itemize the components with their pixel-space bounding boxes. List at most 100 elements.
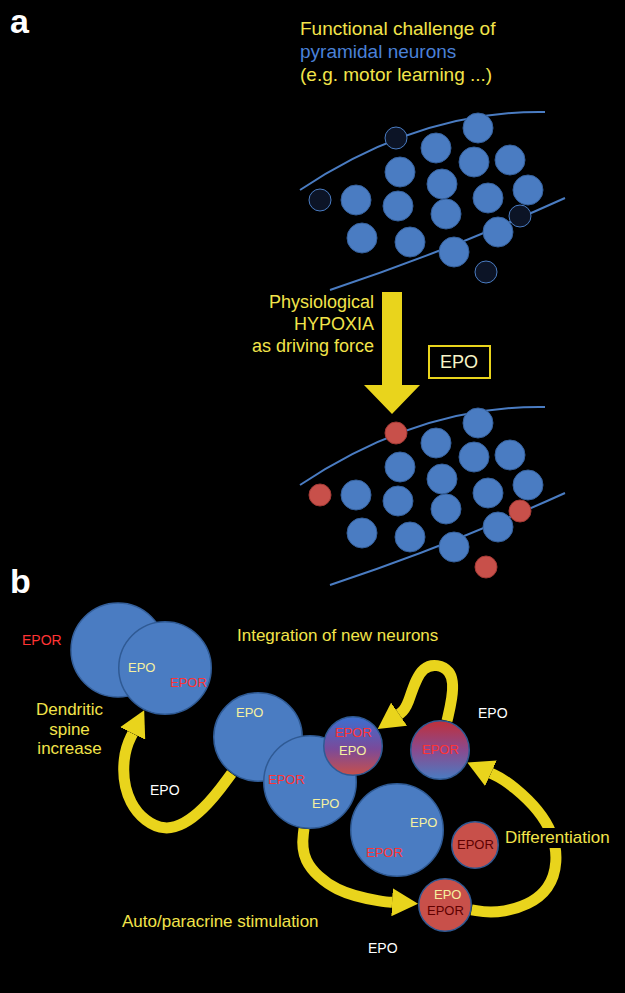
- heading-line: (e.g. motor learning ...): [300, 64, 492, 86]
- receptor-label: EPOR: [335, 725, 372, 741]
- heading-line: Functional challenge of: [300, 18, 495, 40]
- pyramidal-neuron: [395, 227, 425, 257]
- pyramidal-neuron: [473, 183, 503, 213]
- neuron-circle: EPOR: [410, 720, 470, 780]
- process-label: Differentiation: [503, 828, 612, 848]
- label-slot: Functional challenge of: [300, 18, 495, 40]
- factor-label: EPO: [150, 782, 180, 798]
- process-arrow: [399, 665, 453, 720]
- receptor-label: EPOR: [427, 903, 464, 919]
- factor-label: EPO: [434, 887, 461, 903]
- new-neuron: [309, 484, 331, 506]
- receptor-label: EPOR: [422, 742, 459, 758]
- cell-body: [119, 622, 212, 715]
- cell-body: [452, 822, 499, 869]
- pyramidal-neuron: [427, 464, 457, 494]
- process-label: Auto/paracrine stimulation: [120, 912, 321, 932]
- label-slot: Dendritic spine increase: [32, 700, 107, 759]
- pyramidal-neuron: [341, 185, 371, 215]
- neuron-circle: EPOREPO: [323, 716, 383, 776]
- label-slot: Integration of new neurons: [235, 626, 440, 646]
- pyramidal-neuron: [483, 512, 513, 542]
- receptor-label: EPOR: [268, 772, 305, 788]
- arrow-caption: HYPOXIA: [170, 314, 374, 335]
- label-slot: EPOR: [22, 632, 62, 648]
- factor-label: EPO: [410, 815, 437, 831]
- new-neuron: [475, 556, 497, 578]
- pyramidal-neuron: [495, 440, 525, 470]
- precursor-cell: [475, 261, 497, 283]
- receptor-label: EPOR: [170, 675, 207, 691]
- label-slot: Auto/paracrine stimulation: [120, 912, 321, 932]
- neuron-group: [309, 408, 543, 578]
- label-slot: EPO: [478, 705, 508, 721]
- hypoxia-arrow: [364, 292, 420, 414]
- panel-letter: b: [10, 562, 31, 601]
- cortex-layer-lines: [300, 112, 565, 585]
- layer-line: [300, 407, 545, 485]
- arrow-caption: as driving force: [170, 336, 374, 357]
- pyramidal-neuron: [347, 518, 377, 548]
- neuron-circle: EPOEPOR: [418, 878, 472, 932]
- cell-body: [419, 879, 472, 932]
- receptor-label: EPOR: [366, 845, 403, 861]
- pyramidal-neuron: [483, 217, 513, 247]
- layer-line: [300, 112, 545, 190]
- pyramidal-neuron: [439, 532, 469, 562]
- pyramidal-neuron: [385, 452, 415, 482]
- cell-body: [411, 721, 470, 780]
- factor-label: EPO: [236, 705, 263, 721]
- pyramidal-neuron: [427, 169, 457, 199]
- neuron-circle: EPOR: [451, 821, 499, 869]
- pyramidal-neuron: [431, 494, 461, 524]
- precursor-cell: [309, 189, 331, 211]
- pyramidal-neuron: [473, 478, 503, 508]
- factor-box: EPO: [428, 345, 491, 379]
- neuron-groups: [309, 113, 543, 578]
- factor-label: EPO: [312, 796, 339, 812]
- factor-label: EPO: [368, 940, 398, 956]
- label-slot: EPO: [150, 782, 180, 798]
- neuron-group: [309, 113, 543, 283]
- pyramidal-neuron: [395, 522, 425, 552]
- pyramidal-neuron: [459, 147, 489, 177]
- pyramidal-neuron: [463, 408, 493, 438]
- pyramidal-neuron: [341, 480, 371, 510]
- factor-label: EPO: [128, 660, 155, 676]
- label-slot: EPO: [368, 940, 398, 956]
- pyramidal-neuron: [495, 145, 525, 175]
- label-slot: Differentiation: [503, 828, 612, 848]
- process-label: Dendritic spine increase: [32, 700, 107, 759]
- pyramidal-neuron: [383, 486, 413, 516]
- pyramidal-neuron: [431, 199, 461, 229]
- precursor-cell: [509, 205, 531, 227]
- receptor-label: EPOR: [22, 632, 62, 648]
- precursor-cell: [385, 127, 407, 149]
- receptor-label: EPOR: [457, 837, 494, 853]
- arrow-caption: Physiological: [170, 292, 374, 313]
- pyramidal-neuron: [439, 237, 469, 267]
- cell-body: [324, 717, 383, 776]
- new-neuron: [385, 422, 407, 444]
- factor-label: EPO: [478, 705, 508, 721]
- process-label: Integration of new neurons: [235, 626, 440, 646]
- label-slot: Physiological: [170, 292, 374, 313]
- new-neuron: [509, 500, 531, 522]
- panel-letter: a: [10, 2, 29, 41]
- pyramidal-neuron: [513, 175, 543, 205]
- pyramidal-neuron: [463, 113, 493, 143]
- heading-line: pyramidal neurons: [300, 41, 456, 63]
- label-slot: HYPOXIA: [170, 314, 374, 335]
- pyramidal-neuron: [513, 470, 543, 500]
- pyramidal-neuron: [347, 223, 377, 253]
- pyramidal-neuron: [459, 442, 489, 472]
- cell-body: [351, 784, 444, 877]
- factor-label: EPO: [440, 351, 479, 373]
- neuron-circle: EPO EPOR: [350, 783, 444, 877]
- neuron-circle: EPO EPOR: [118, 621, 212, 715]
- label-slot: a: [10, 2, 29, 41]
